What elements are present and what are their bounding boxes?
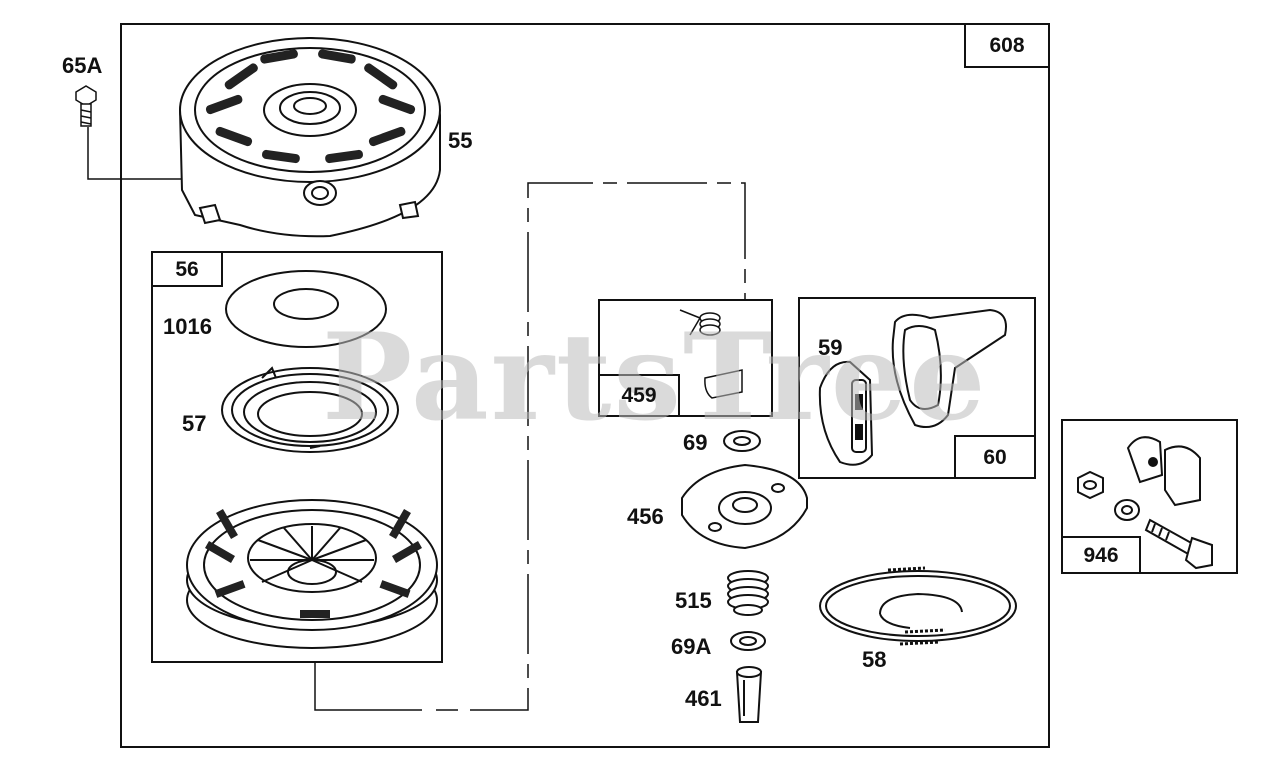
callout-69a: 69A [671,634,712,659]
callout-461: 461 [685,686,722,711]
callout-515: 515 [675,588,712,613]
clamp-kit-drawing [1077,436,1213,570]
box-60 [798,297,1036,479]
label-946: 946 [1083,543,1119,567]
ratchet-459-drawing [679,309,743,399]
blower-housing-drawing [178,36,441,238]
box-946 [1061,419,1238,574]
pin-461-drawing [735,666,763,723]
handle-drawing [818,308,1007,466]
washer-69-drawing [723,430,761,452]
label-608: 608 [989,34,1025,57]
pulley-drawing [186,499,438,649]
callout-69: 69 [683,430,708,455]
retainer-456-drawing [681,463,808,550]
label-60: 60 [983,445,1007,469]
label-box-946 [1061,536,1141,574]
label-459: 459 [621,384,657,407]
label-box-608 [964,23,1050,68]
callout-456: 456 [627,504,664,529]
label-box-56 [151,251,223,287]
pulley-spokes [250,526,374,583]
callout-58: 58 [862,647,887,672]
callout-59: 59 [818,335,843,360]
label-56: 56 [175,257,199,281]
box-56 [151,251,443,663]
callout-55: 55 [448,128,473,153]
callout-57: 57 [182,411,207,436]
screw-drawing [75,85,97,127]
callout-65a: 65A [62,53,103,78]
washer-69a-drawing [730,631,766,651]
rope-ends [887,566,946,646]
main-frame [120,23,1050,748]
spring-515-drawing [727,570,769,616]
label-box-60 [954,435,1036,479]
pulley-vanes [205,509,422,618]
watermark: PartsTree [322,307,988,448]
washer-1016-drawing [225,270,387,348]
box-459 [598,299,773,417]
rope-58-drawing [819,570,1017,642]
callout-1016: 1016 [163,314,212,339]
housing-slots [205,49,416,164]
label-box-459 [598,374,680,417]
spring-57-drawing [221,366,399,453]
